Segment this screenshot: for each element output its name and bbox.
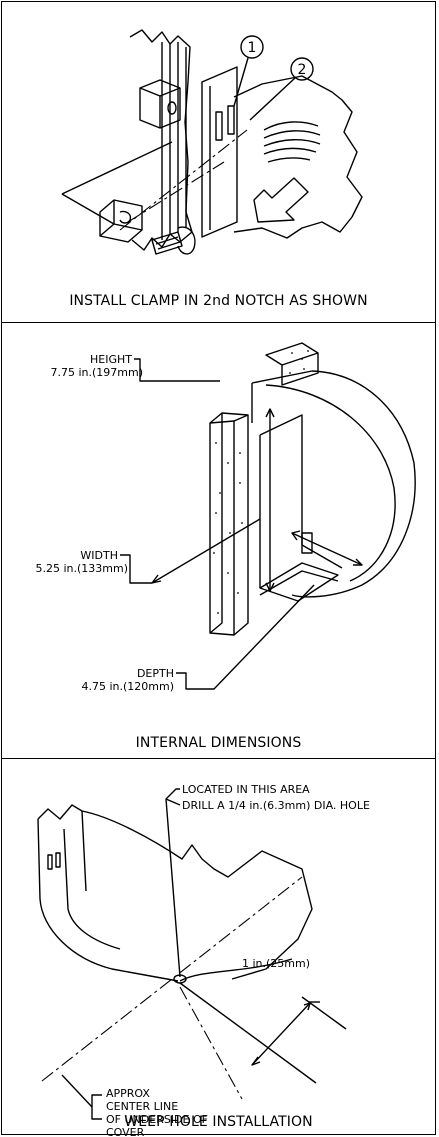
height-value: 7.75 in.(197mm) bbox=[50, 366, 143, 379]
panel-divider bbox=[2, 758, 435, 759]
weep-note-line1: LOCATED IN THIS AREA bbox=[182, 783, 310, 796]
width-value: 5.25 in.(133mm) bbox=[35, 562, 128, 575]
insulation-texture bbox=[213, 350, 309, 614]
clamp-install-illustration: 1 2 bbox=[61, 29, 363, 255]
depth-label: DEPTH bbox=[137, 667, 174, 680]
width-label: WIDTH bbox=[80, 549, 118, 562]
centerline-line2: CENTER LINE bbox=[106, 1100, 178, 1113]
weep-hole-caption: WEEP HOLE INSTALLATION bbox=[124, 1114, 313, 1130]
weep-hole-illustration: LOCATED IN THIS AREA DRILL A 1/4 in.(6.3… bbox=[37, 783, 370, 1136]
callout-1: 1 bbox=[248, 40, 257, 56]
panel-divider bbox=[2, 322, 435, 323]
centerline-line4: COVER bbox=[106, 1126, 145, 1136]
distance-label: 1 in.(25mm) bbox=[242, 957, 310, 970]
internal-dimensions-panel: HEIGHT 7.75 in.(197mm) WIDTH 5.25 in.(13… bbox=[2, 323, 435, 751]
internal-dimensions-illustration: HEIGHT 7.75 in.(197mm) WIDTH 5.25 in.(13… bbox=[35, 342, 416, 693]
clamp-install-caption: INSTALL CLAMP IN 2nd NOTCH AS SHOWN bbox=[69, 293, 368, 309]
weep-hole-panel: LOCATED IN THIS AREA DRILL A 1/4 in.(6.3… bbox=[2, 759, 435, 1136]
weep-note-line2: DRILL A 1/4 in.(6.3mm) DIA. HOLE bbox=[182, 799, 370, 812]
centerline-line3: OF UNDERSIDE OF bbox=[106, 1113, 208, 1126]
height-label: HEIGHT bbox=[90, 353, 132, 366]
callout-2: 2 bbox=[298, 62, 307, 78]
depth-value: 4.75 in.(120mm) bbox=[81, 680, 174, 693]
centerline-line1: APPROX bbox=[106, 1087, 150, 1100]
clamp-install-panel: 1 2 INSTALL CLAMP IN 2nd NOTCH AS SHOWN bbox=[2, 2, 435, 320]
internal-dimensions-caption: INTERNAL DIMENSIONS bbox=[135, 735, 302, 751]
